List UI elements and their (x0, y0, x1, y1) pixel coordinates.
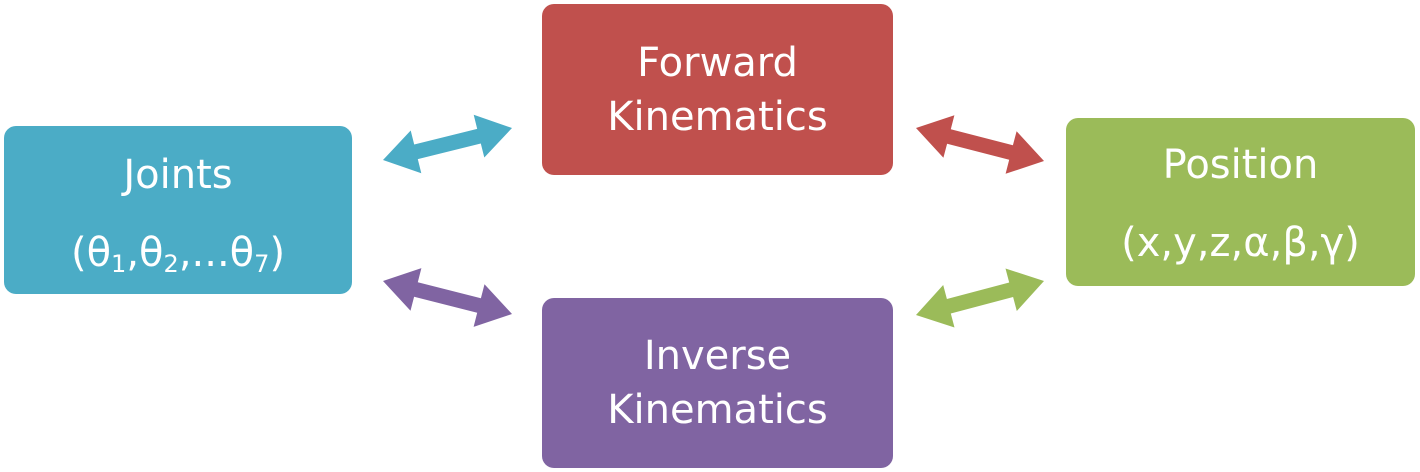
position-node: Position (x,y,z,α,β,γ) (1066, 118, 1415, 286)
arrow-inverse-position (916, 268, 1044, 328)
inverse-kinematics-node: Inverse Kinematics (542, 298, 893, 468)
arrow-joints-inverse (383, 268, 512, 327)
arrow-forward-position (916, 115, 1044, 174)
joints-label: Joints (123, 152, 233, 198)
forward-label-line2: Kinematics (607, 93, 828, 140)
inverse-label-line1: Inverse (643, 333, 792, 379)
position-variables: (x,y,z,α,β,γ) (1121, 220, 1360, 266)
arrow-joints-forward (383, 114, 512, 174)
position-label: Position (1162, 142, 1319, 188)
forward-label-line1: Forward (637, 39, 798, 86)
inverse-label-line2: Kinematics (607, 387, 828, 433)
joints-node: Joints (θ1,θ2,...θ7) (4, 126, 352, 294)
joints-variables: (θ1,θ2,...θ7) (70, 230, 286, 278)
forward-kinematics-node: Forward Kinematics (542, 4, 893, 175)
